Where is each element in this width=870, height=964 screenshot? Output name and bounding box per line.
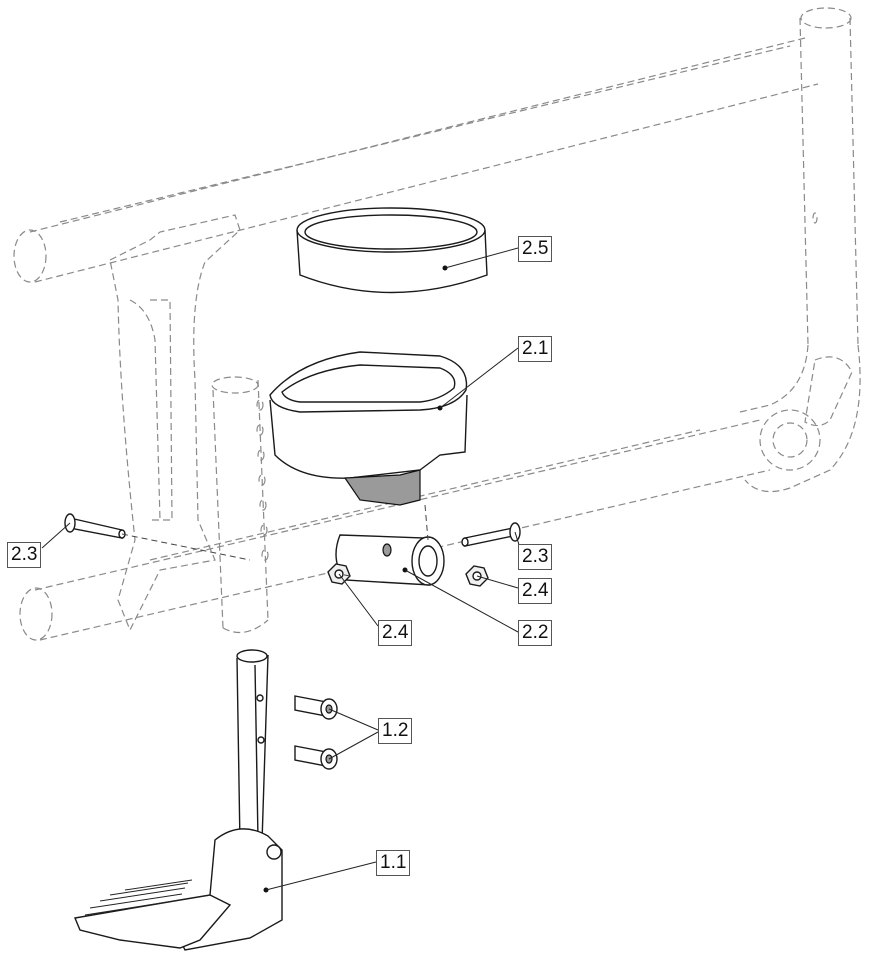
frame-elbow-joint (739, 344, 861, 493)
leader-lines (41, 247, 521, 891)
part-nut-left (327, 563, 351, 585)
callout-2-4-left: 2.4 (378, 620, 413, 646)
callout-2-2: 2.2 (518, 620, 553, 646)
part-footplate (74, 649, 283, 951)
callout-2-5: 2.5 (518, 236, 553, 262)
part-sleeve (335, 534, 445, 586)
frame-side-bracket (109, 214, 241, 632)
part-holder-cup (269, 351, 468, 506)
frame-rear-post (799, 7, 859, 346)
frame-upper-tube (13, 37, 819, 283)
callout-2-1: 2.1 (518, 336, 553, 362)
callout-1-2: 1.2 (378, 718, 413, 744)
part-screw-upper (294, 695, 338, 720)
callout-1-1: 1.1 (376, 850, 411, 876)
assembly-lines (121, 504, 429, 577)
part-pin-left (64, 513, 126, 539)
part-clamp-ring (296, 207, 488, 294)
callout-2-3-left: 2.3 (7, 542, 42, 568)
frame-pierced-tube (211, 376, 269, 634)
part-pin-right (461, 522, 521, 547)
callout-2-4-right: 2.4 (518, 578, 553, 604)
callout-2-3-right: 2.3 (518, 544, 553, 570)
